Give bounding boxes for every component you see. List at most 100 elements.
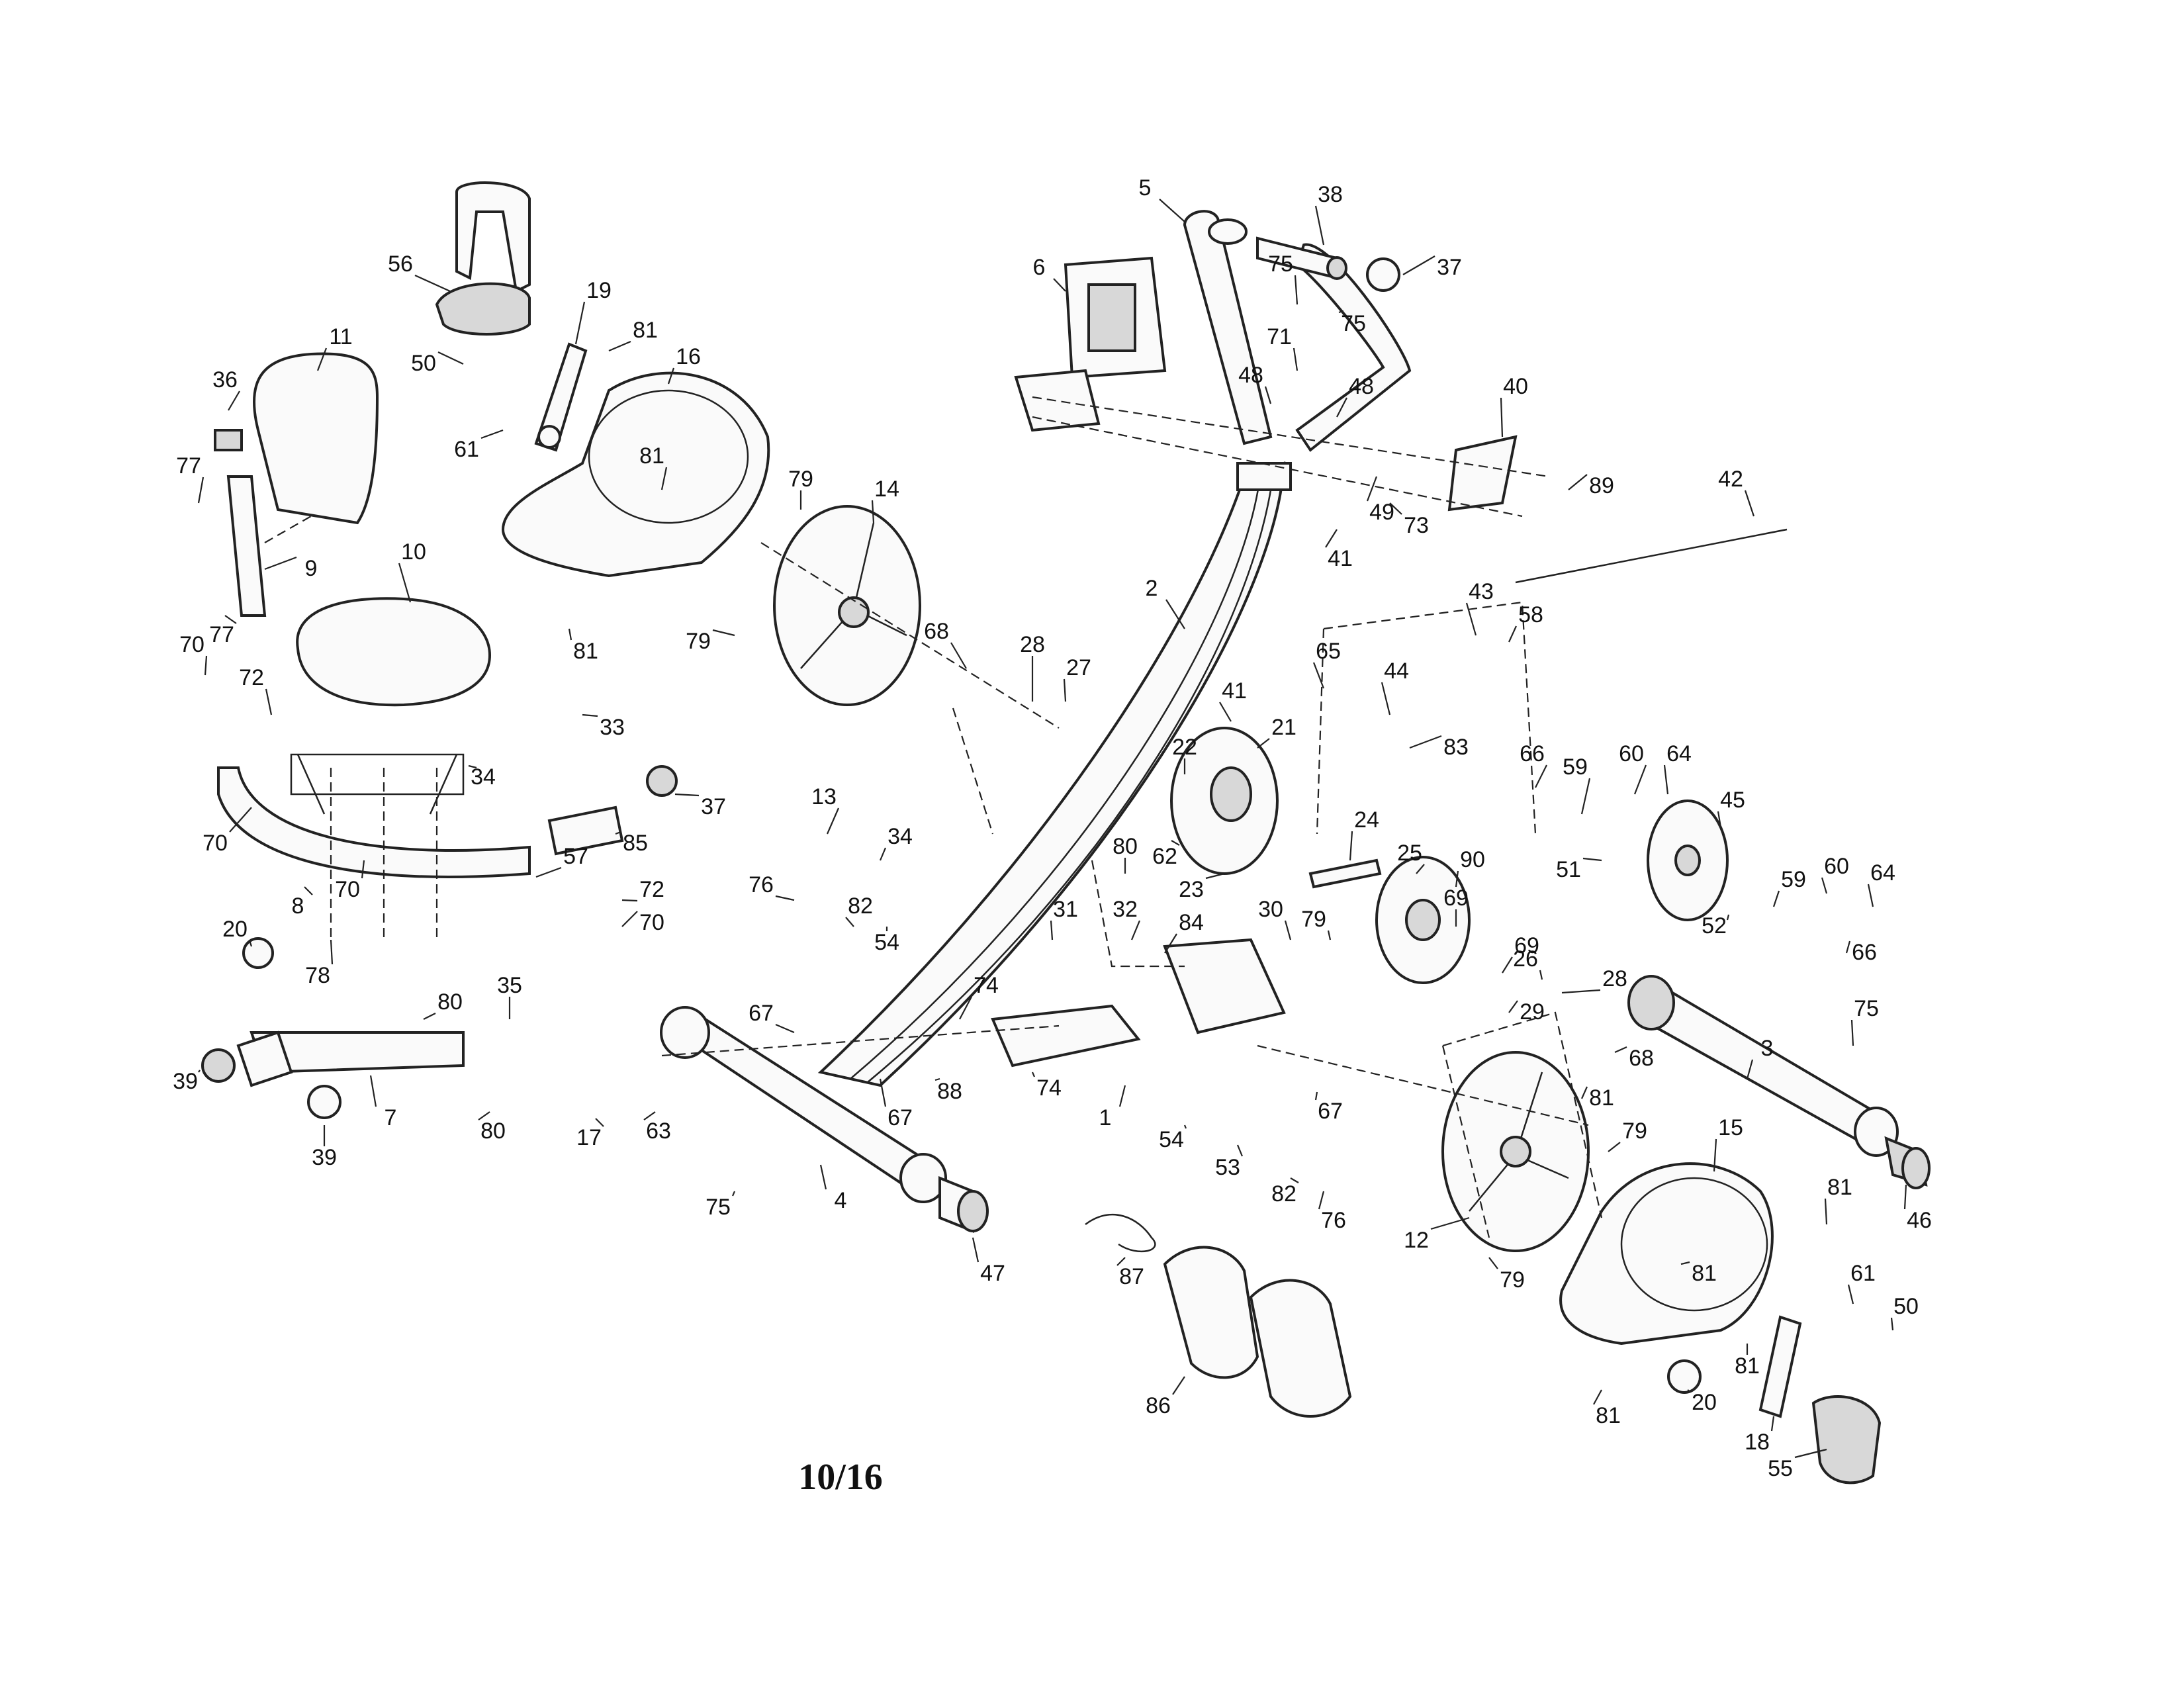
crank-arm-left [534,342,588,452]
leader-line [1508,625,1517,643]
callout-number: 27 [1066,655,1091,680]
callout-number: 37 [1437,255,1462,280]
callout-number: 4 [835,1188,847,1213]
leader-line [1314,1091,1318,1101]
callout-number: 56 [388,251,413,277]
callout-number: 16 [676,344,701,369]
seat-frame [217,753,531,878]
leader-line [1663,764,1669,795]
leader-line [1381,682,1391,715]
leader-line [1772,890,1780,907]
right-flywheel [1441,1051,1590,1252]
leader-line [480,429,504,439]
leader-line [1325,529,1338,548]
callout-number: 55 [1768,1456,1793,1481]
leader-line [972,1237,979,1263]
callout-number: 77 [209,622,234,647]
seat-post-wheel-2 [307,1085,341,1119]
leader-line [1294,275,1298,305]
callout-number: 51 [1556,857,1581,882]
callout-number: 6 [1033,255,1046,280]
bracket-cap [214,429,243,451]
callout-number: 20 [222,917,248,942]
leader-line [1063,678,1067,702]
callout-number: 52 [1702,913,1727,938]
callout-number: 59 [1563,754,1588,780]
grip-end-cap [1366,257,1400,292]
leader-line [1430,1216,1470,1230]
leader-line [1744,490,1755,517]
leader-line [1159,199,1185,222]
leader-line [934,1077,940,1081]
callout-number: 53 [1215,1155,1240,1180]
leader-line [224,615,237,624]
leader-line [1713,1138,1717,1172]
leader-line [228,390,240,411]
callout-number: 33 [600,715,625,740]
leader-line [1593,1389,1602,1405]
leader-line [1165,599,1185,629]
leader-line [775,1023,795,1034]
callout-number: 79 [686,629,711,654]
callout-number: 19 [586,278,612,303]
callout-number: 60 [1619,741,1644,766]
callout-number: 12 [1404,1228,1429,1253]
callout-number: 88 [937,1079,962,1104]
callout-number: 90 [1460,847,1485,872]
callout-number: 64 [1870,860,1895,886]
leader-line [197,477,205,504]
leader-line [775,895,795,901]
drive-belts [1163,1246,1352,1418]
callout-number: 60 [1824,854,1849,879]
leader-line [1402,255,1435,275]
callout-number: 76 [1321,1208,1346,1233]
leader-line [1171,840,1180,846]
leader-line [1850,1019,1854,1046]
callout-number: 14 [874,477,899,502]
callout-number: 64 [1666,741,1692,766]
callout-number: 32 [1113,897,1138,922]
leader-line [574,301,586,345]
callout-number: 80 [437,989,463,1015]
leader-line [1687,1389,1690,1392]
callout-number: 81 [1589,1085,1614,1111]
callout-number: 20 [1692,1390,1717,1415]
leader-line [1389,502,1402,515]
leader-line [1455,870,1459,888]
leader-line [265,688,273,715]
callout-number: 79 [1500,1267,1525,1293]
callout-number: 59 [1781,867,1806,892]
callout-number: 22 [1172,735,1197,760]
callout-number: 31 [1053,897,1078,922]
leader-line [1293,347,1298,371]
callout-number: 7 [385,1105,397,1130]
leader-line [621,911,638,927]
callout-number: 54 [874,930,899,955]
callout-number: 85 [623,831,648,856]
callout-number: 57 [563,844,588,869]
callout-number: 36 [212,367,238,392]
callout-number: 89 [1589,473,1614,498]
leader-line [1183,1124,1187,1129]
leader-line [1508,1000,1518,1013]
frame-cap [242,937,274,969]
callout-number: 80 [1113,834,1138,859]
leader-line [1327,930,1332,940]
callout-number: 13 [811,784,837,809]
callout-number: 61 [1850,1261,1876,1286]
leader-line [1366,476,1378,502]
callout-number: 28 [1020,632,1045,657]
handlebar-grip [1256,236,1347,280]
pedal-right [1811,1395,1882,1485]
callout-number: 50 [411,351,436,376]
callout-number: 81 [639,443,664,469]
callout-number: 74 [1036,1075,1062,1101]
left-shield [501,371,770,578]
callout-number: 81 [1735,1353,1760,1379]
leader-line [1338,310,1344,314]
callout-number: 69 [1514,933,1539,958]
callout-number: 74 [974,973,999,998]
left-flywheel [773,505,921,706]
leader-line [1580,778,1591,815]
